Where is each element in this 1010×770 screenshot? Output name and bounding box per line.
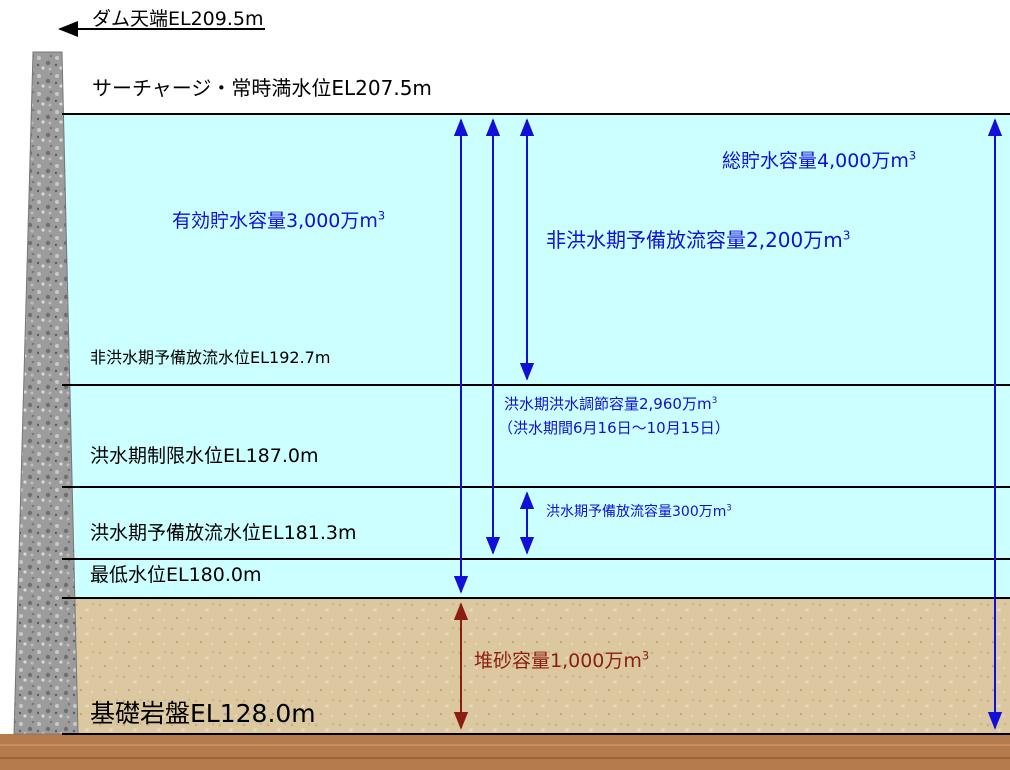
sediment-zone	[62, 598, 1010, 734]
surcharge-level-label: サーチャージ・常時満水位EL207.5m	[92, 76, 432, 100]
flood-control-capacity-label: 洪水期洪水調節容量2,960万m3	[504, 395, 718, 413]
effective-capacity-label: 有効貯水容量3,000万m3	[172, 208, 386, 232]
sediment-capacity-label: 堆砂容量1,000万m3	[474, 648, 650, 672]
flood-limit-level-label: 洪水期制限水位EL187.0m	[90, 445, 319, 467]
flood-reserve-capacity-label: 洪水期予備放流容量300万m3	[546, 502, 732, 520]
reservoir-water	[62, 114, 1010, 598]
flood-period-label: （洪水期間6月16日～10月15日）	[498, 419, 730, 437]
ground-strip	[0, 734, 1010, 770]
crest-level-label: ダム天端EL209.5m	[92, 8, 264, 30]
minimum-level-label: 最低水位EL180.0m	[90, 564, 262, 586]
flood-reserve-level-label: 洪水期予備放流水位EL181.3m	[90, 522, 357, 544]
non-flood-reserve-level-label: 非洪水期予備放流水位EL192.7m	[90, 348, 331, 367]
non-flood-reserve-capacity-label: 非洪水期予備放流容量2,200万m3	[546, 228, 851, 252]
total-capacity-label: 総貯水容量4,000万m3	[722, 148, 917, 172]
bedrock-level-label: 基礎岩盤EL128.0m	[90, 699, 316, 728]
